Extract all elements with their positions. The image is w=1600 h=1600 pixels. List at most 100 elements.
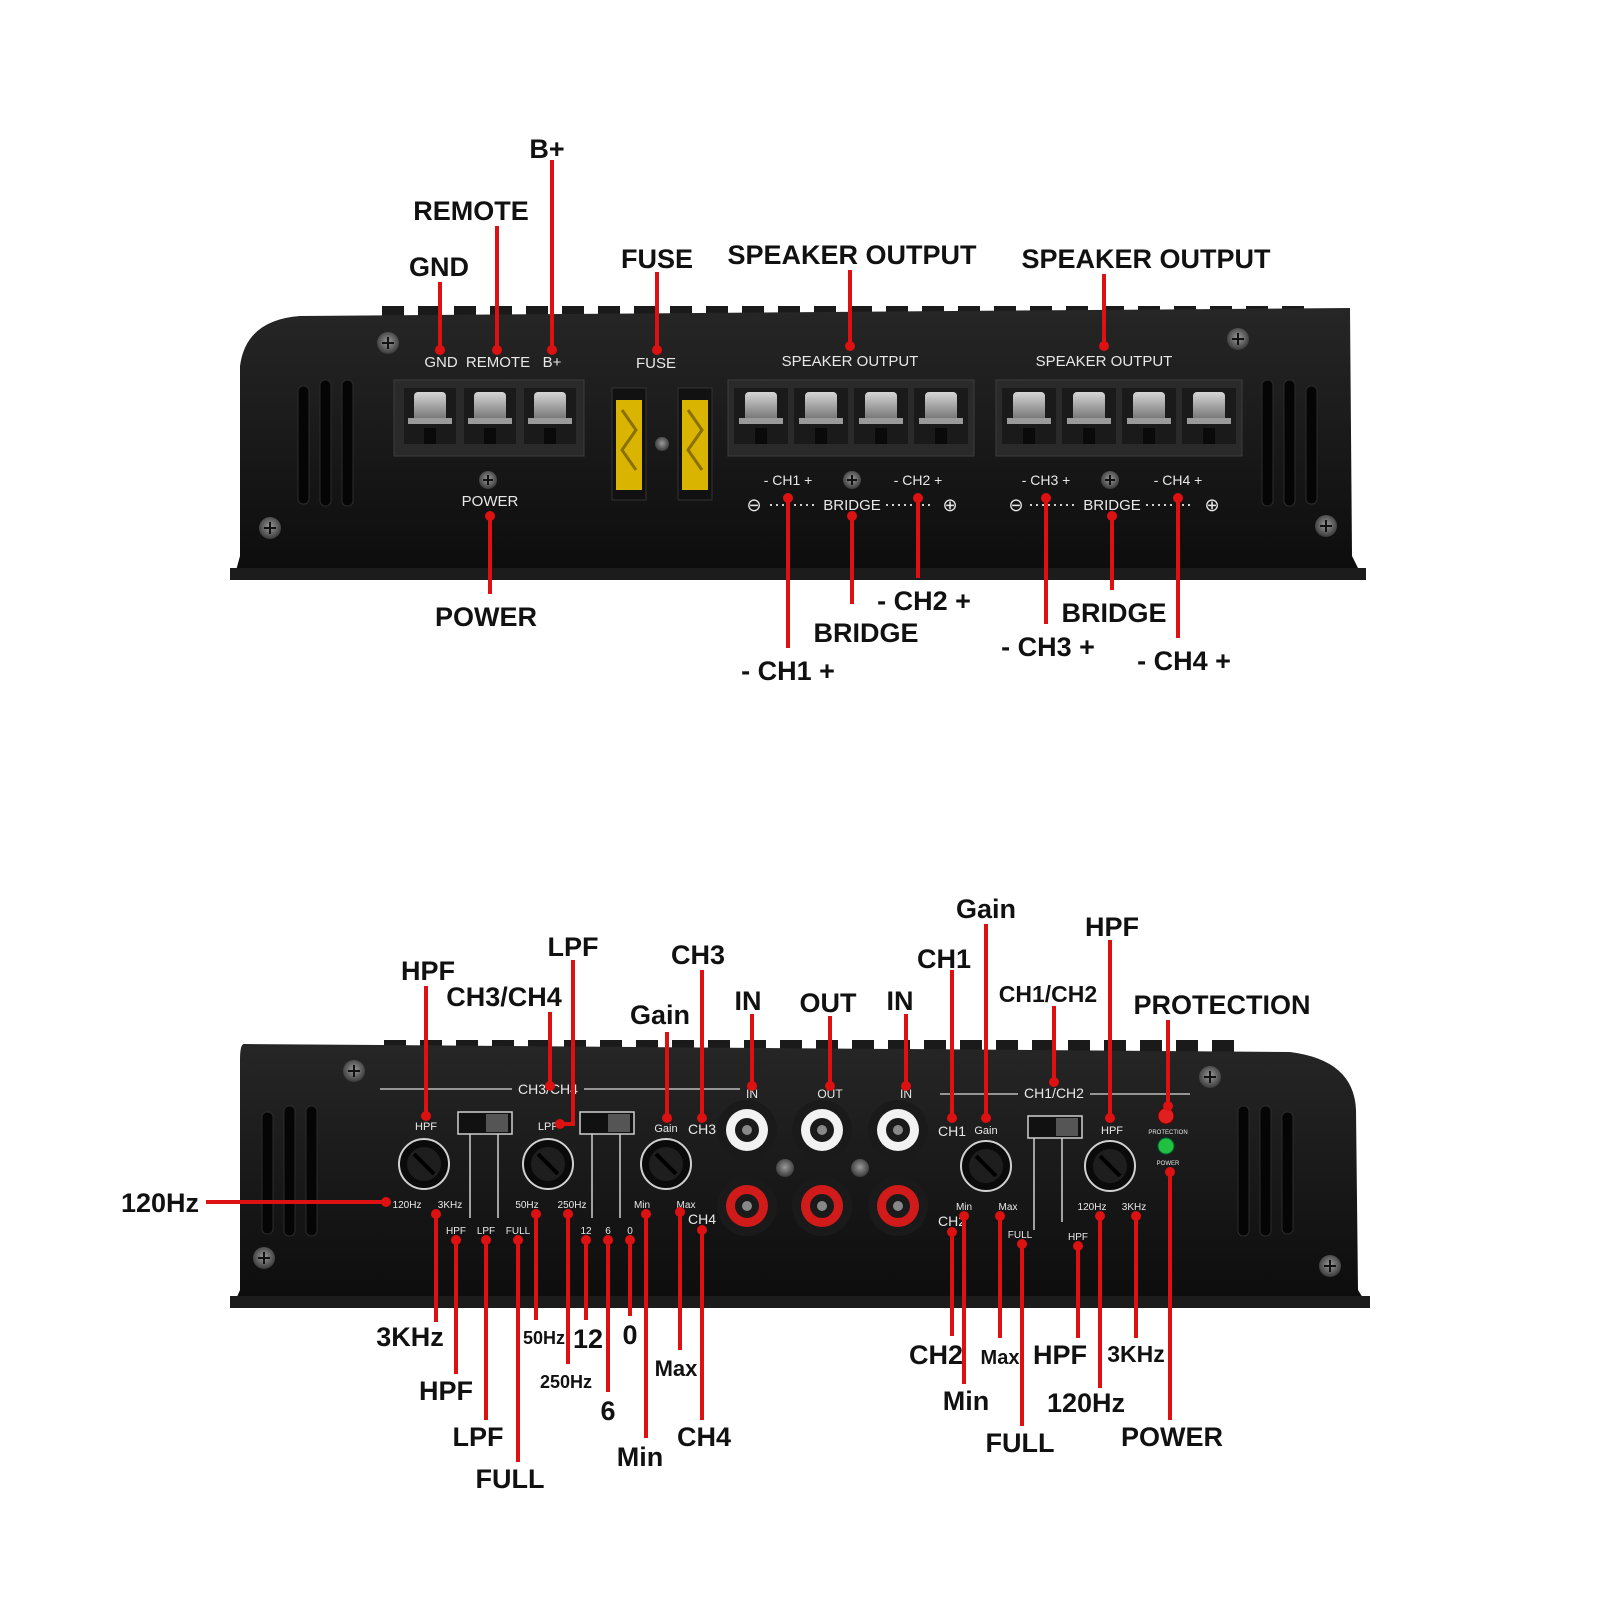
screw-icon: [259, 517, 281, 539]
panel-label-120hz-left: 120Hz: [393, 1200, 422, 1211]
panel-label-6: 6: [605, 1226, 611, 1237]
panel-label-ch1: CH1: [938, 1123, 966, 1139]
callout-power: POWER: [435, 602, 537, 632]
callout-12: 12: [573, 1324, 603, 1354]
callout-remote: REMOTE: [413, 196, 529, 226]
terminal-block-icon: [734, 388, 788, 444]
callout-50hz: 50Hz: [523, 1328, 565, 1348]
vent-slots-bottom-left: [261, 1105, 318, 1237]
screw-icon: [1199, 1066, 1221, 1088]
panel-label-max-left: Max: [677, 1200, 696, 1211]
speaker-terminal-block-2: [995, 379, 1243, 457]
knob-icon: [960, 1140, 1012, 1192]
panel-label-120hz-right: 120Hz: [1078, 1202, 1107, 1213]
bottom-leader-lines: [206, 924, 1175, 1462]
callout-ch4: CH4: [677, 1422, 731, 1452]
rca-jack-icon: [792, 1176, 852, 1236]
callout-bridge-2: BRIDGE: [1061, 598, 1166, 628]
callout-in-left: IN: [735, 986, 762, 1016]
chassis-foot-bottom: [230, 1296, 1370, 1308]
fuse-icon: [677, 387, 713, 501]
screw-icon: [1319, 1255, 1341, 1277]
callout-gnd: GND: [409, 252, 469, 282]
callout-max-left: Max: [655, 1356, 699, 1381]
knob-icon: [522, 1138, 574, 1190]
callout-gain-right: Gain: [956, 894, 1016, 924]
terminal-block-icon: [1182, 388, 1236, 444]
callout-ch1: CH1: [917, 944, 971, 974]
panel-label-switch-hpf: HPF: [446, 1226, 466, 1237]
callout-fuse: FUSE: [621, 244, 693, 274]
panel-label-3khz-right: 3KHz: [1122, 1202, 1146, 1213]
screw-icon: [1227, 328, 1249, 350]
callout-6: 6: [600, 1396, 615, 1426]
screw-icon: [776, 1159, 794, 1177]
panel-label-in-right: IN: [900, 1087, 912, 1101]
switch-position-lines: [469, 1134, 1063, 1230]
callout-lpf: LPF: [548, 932, 599, 962]
panel-label-hpf-right: HPF: [1101, 1125, 1123, 1137]
callout-in-right: IN: [887, 986, 914, 1016]
panel-label-gain-right: Gain: [974, 1125, 997, 1137]
callout-full-left: FULL: [476, 1464, 545, 1494]
panel-label-in-left: IN: [746, 1087, 758, 1101]
screw-icon: [253, 1247, 275, 1269]
top-leader-lines: [435, 160, 1183, 648]
callout-ch2: - CH2 +: [877, 586, 971, 616]
top-panel: GND REMOTE B+ FUSE SPEAKER OUTPUT SPEAKE…: [230, 134, 1366, 686]
panel-label-power: POWER: [462, 493, 519, 510]
panel-label-bplus: B+: [543, 354, 562, 371]
screw-icon: [655, 437, 669, 451]
callout-gain-left: Gain: [630, 1000, 690, 1030]
vent-slots-top-left: [297, 379, 354, 507]
callout-hpf-switch-right: HPF: [1033, 1340, 1087, 1370]
panel-label-250hz: 250Hz: [558, 1200, 587, 1211]
callout-speaker-output-1: SPEAKER OUTPUT: [727, 240, 977, 270]
screw-icon: [377, 332, 399, 354]
slide-switch-icon: [579, 1111, 635, 1135]
panel-label-ch3: - CH3 +: [1022, 472, 1071, 488]
led-icon: [1157, 1137, 1175, 1155]
callout-250hz: 250Hz: [540, 1372, 592, 1392]
panel-label-fuse: FUSE: [636, 355, 676, 372]
terminal-block-icon: [1062, 388, 1116, 444]
callout-ch2: CH2: [909, 1340, 963, 1370]
slide-switch-icon: [1027, 1115, 1083, 1139]
callout-bplus: B+: [529, 134, 564, 164]
callout-hpf-top-right: HPF: [1085, 912, 1139, 942]
panel-label-12: 12: [580, 1226, 592, 1237]
terminal-block-icon: [794, 388, 848, 444]
callout-max-right: Max: [981, 1347, 1020, 1369]
rca-jack-icon: [717, 1176, 777, 1236]
panel-label-lpf: LPF: [538, 1121, 558, 1133]
panel-label-switch-lpf: LPF: [477, 1226, 495, 1237]
panel-label-gnd: GND: [424, 354, 458, 371]
vent-slots-top-right: [1261, 379, 1318, 507]
bottom-callouts: HPF CH3/CH4 LPF Gain CH3 IN OUT IN CH1 G…: [121, 894, 1311, 1494]
panel-label-out: OUT: [817, 1087, 843, 1101]
callout-hpf-switch-left: HPF: [419, 1376, 473, 1406]
panel-label-hpf-switch-right: HPF: [1068, 1232, 1088, 1243]
panel-label-ch1: - CH1 +: [764, 472, 813, 488]
callout-power: POWER: [1121, 1422, 1223, 1452]
callout-3khz-right: 3KHz: [1107, 1341, 1165, 1367]
panel-label-min-right: Min: [956, 1202, 972, 1213]
panel-label-0: 0: [627, 1226, 633, 1237]
callout-120hz-left: 120Hz: [121, 1188, 199, 1218]
rca-jack-icon: [868, 1100, 928, 1160]
callout-min-left: Min: [617, 1442, 664, 1472]
bottom-panel-printed-labels: CH3/CH4 CH1/CH2 IN OUT IN HPF 120Hz 3KHz…: [393, 1081, 1188, 1243]
panel-label-full-right: FULL: [1008, 1230, 1033, 1241]
callout-120hz-right: 120Hz: [1047, 1388, 1125, 1418]
panel-label-switch-full: FULL: [506, 1226, 531, 1237]
callout-3khz-left: 3KHz: [376, 1322, 444, 1352]
plus-icon: ⊕: [1204, 495, 1219, 515]
panel-label-50hz: 50Hz: [515, 1200, 538, 1211]
panel-label-bridge-2: BRIDGE: [1083, 497, 1141, 514]
minus-icon: ⊖: [746, 495, 761, 515]
panel-label-bridge-1: BRIDGE: [823, 497, 881, 514]
fuse-icon: [611, 387, 647, 501]
screw-icon: [343, 1060, 365, 1082]
